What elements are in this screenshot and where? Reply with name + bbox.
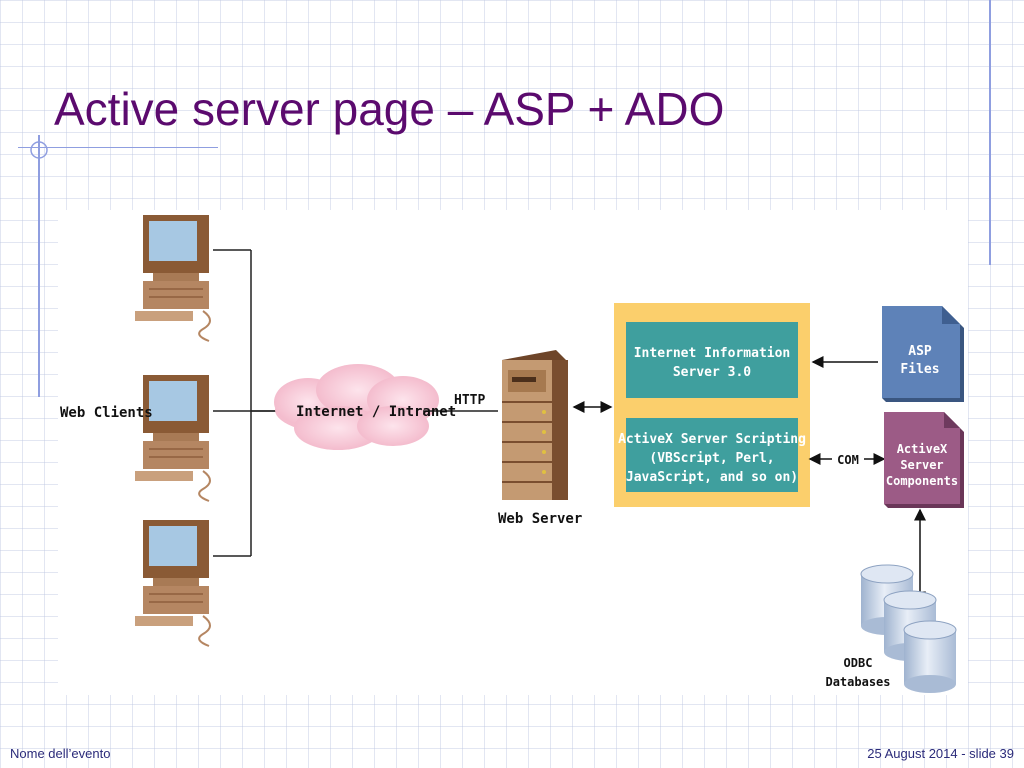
asp-files-label-line1: ASP — [908, 344, 932, 359]
client-computer-icon — [135, 375, 211, 502]
database-icon — [903, 620, 957, 693]
client-computer-icon — [135, 520, 211, 647]
crosshair-icon — [30, 141, 48, 159]
scripting-label-line2: (VBScript, Perl, — [649, 451, 774, 466]
asp-ado-architecture-diagram: Web Clients Internet / Intranet HTTP Web… — [60, 215, 964, 693]
scripting-box — [626, 418, 798, 492]
odbc-label-line2: Databases — [825, 675, 890, 689]
internet-cloud-icon — [274, 364, 439, 450]
scripting-label-line3: JavaScript, and so on) — [626, 470, 798, 485]
com-label: COM — [837, 453, 859, 467]
asp-file-icon — [882, 306, 964, 402]
iis-label-line2: Server 3.0 — [673, 365, 751, 380]
activex-label-line1: ActiveX — [897, 442, 948, 456]
footer-event-name: Nome dell’evento — [10, 746, 111, 761]
web-server-icon — [502, 350, 568, 500]
activex-component-icon — [884, 412, 964, 508]
client-network-bracket — [213, 249, 288, 557]
web-server-label: Web Server — [498, 511, 582, 527]
asp-files-label-line2: Files — [900, 362, 939, 377]
odbc-label-line1: ODBC — [844, 656, 873, 670]
iis-label-line1: Internet Information — [634, 346, 791, 361]
http-label: HTTP — [454, 393, 485, 408]
footer-date-slide: 25 August 2014 - slide 39 — [867, 746, 1014, 761]
web-clients-label: Web Clients — [60, 405, 153, 421]
diagram-panel: Web Clients Internet / Intranet HTTP Web… — [58, 210, 968, 695]
activex-label-line3: Components — [886, 474, 958, 488]
activex-label-line2: Server — [900, 458, 943, 472]
client-computer-icon — [135, 215, 211, 342]
internet-intranet-label: Internet / Intranet — [296, 404, 456, 420]
title-underline — [18, 147, 218, 148]
scripting-label-line1: ActiveX Server Scripting — [618, 432, 806, 447]
slide-title: Active server page – ASP + ADO — [54, 83, 725, 135]
iis-box — [626, 322, 798, 398]
slide-left-rule — [38, 135, 40, 397]
slide-right-rule — [989, 0, 991, 265]
